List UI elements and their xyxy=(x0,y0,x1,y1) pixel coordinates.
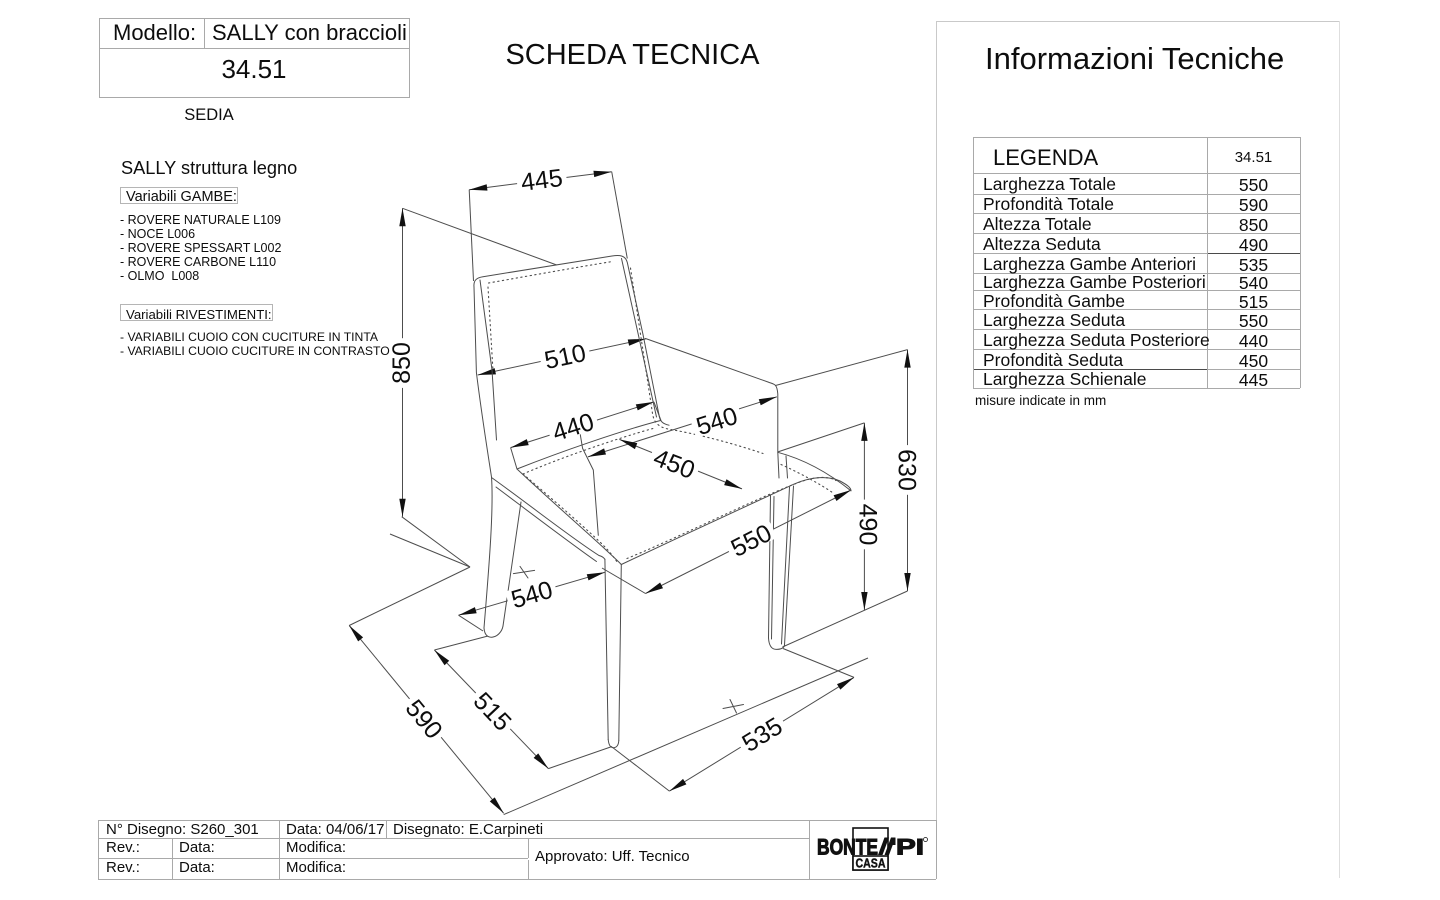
svg-text:490: 490 xyxy=(854,504,882,546)
svg-text:445: 445 xyxy=(519,164,564,197)
svg-text:510: 510 xyxy=(542,339,589,375)
svg-text:440: 440 xyxy=(549,408,597,447)
svg-text:540: 540 xyxy=(693,402,741,441)
svg-text:CASA: CASA xyxy=(856,856,886,871)
svg-text:630: 630 xyxy=(893,449,921,491)
svg-text:850: 850 xyxy=(388,342,416,384)
svg-text:540: 540 xyxy=(508,576,556,615)
svg-text:PI: PI xyxy=(896,835,924,860)
